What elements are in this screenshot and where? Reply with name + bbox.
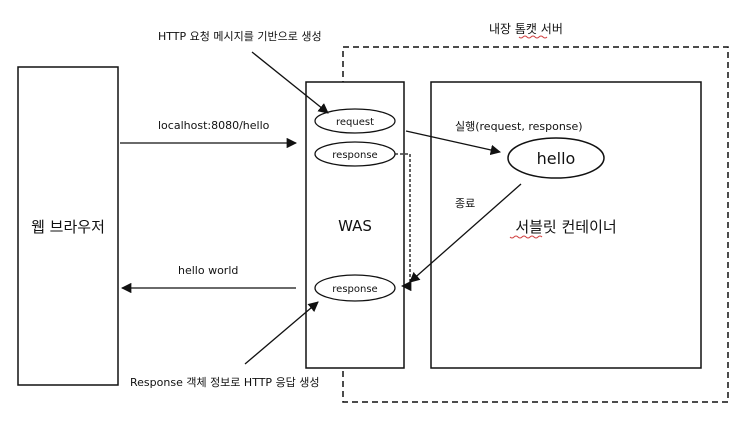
request-label: request xyxy=(336,117,374,128)
response-annotation-arrow xyxy=(244,301,319,365)
hello-servlet-label: hello xyxy=(537,149,576,168)
request-annotation-arrow xyxy=(251,51,329,114)
servlet-container-label: 서블릿 컨테이너 xyxy=(515,218,616,236)
end-arrow xyxy=(409,183,522,283)
execute-arrow xyxy=(405,130,502,156)
request-ellipse xyxy=(314,108,396,134)
web-browser-label: 웹 브라우저 xyxy=(31,218,105,236)
servlet-label-squiggle xyxy=(509,235,543,239)
response-bottom-ellipse xyxy=(314,274,396,302)
response-annotation: Response 객체 정보로 HTTP 응답 생성 xyxy=(130,376,320,389)
execute-label: 실행(request, response) xyxy=(455,120,583,133)
tomcat-label-squiggle xyxy=(518,35,548,39)
end-label: 종료 xyxy=(455,197,475,210)
request-annotation: HTTP 요청 메시지를 기반으로 생성 xyxy=(158,30,322,43)
response-body-label: hello world xyxy=(178,264,238,277)
response-top-label: response xyxy=(332,150,377,161)
embedded-tomcat-label: 내장 톰캣 서버 xyxy=(489,22,563,36)
request-url-label: localhost:8080/hello xyxy=(158,119,270,132)
web-browser-box xyxy=(17,66,119,386)
hello-servlet-ellipse xyxy=(507,137,605,179)
response-dashed-connector xyxy=(395,153,412,292)
was-label: WAS xyxy=(338,217,372,235)
response-bottom-label: response xyxy=(332,284,377,295)
servlet-container-box xyxy=(430,81,702,369)
